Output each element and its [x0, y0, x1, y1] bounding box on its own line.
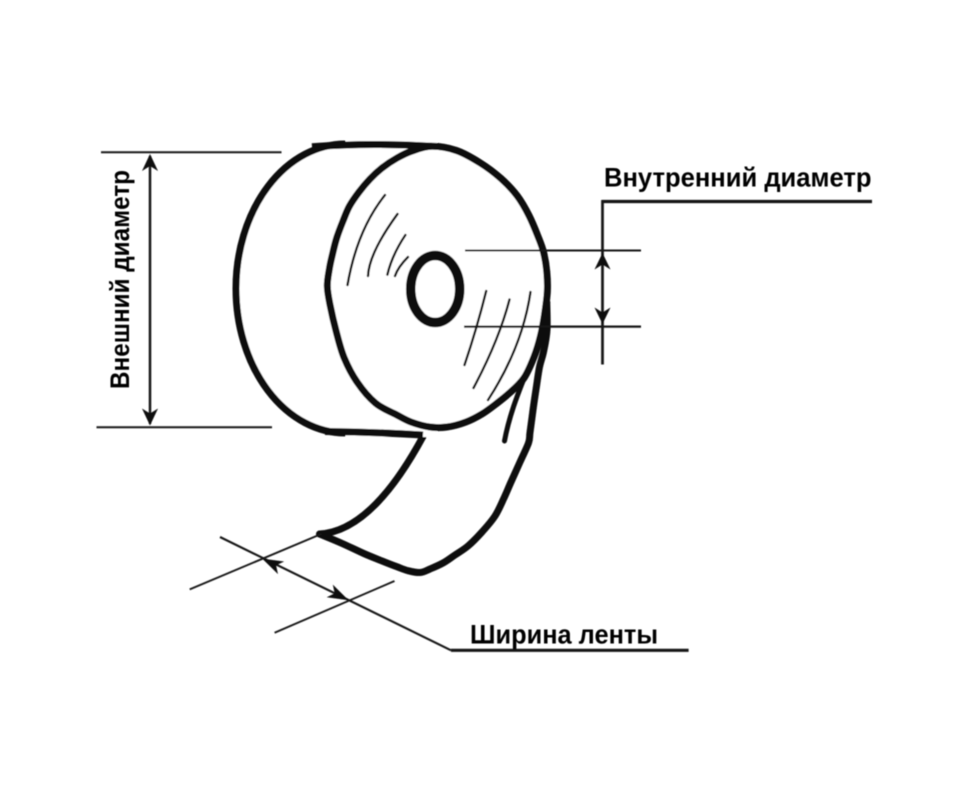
- svg-text:Внутренний диаметр: Внутренний диаметр: [604, 163, 872, 193]
- svg-text:Внешний диаметр: Внешний диаметр: [105, 170, 135, 389]
- svg-text:Ширина ленты: Ширина ленты: [470, 620, 658, 650]
